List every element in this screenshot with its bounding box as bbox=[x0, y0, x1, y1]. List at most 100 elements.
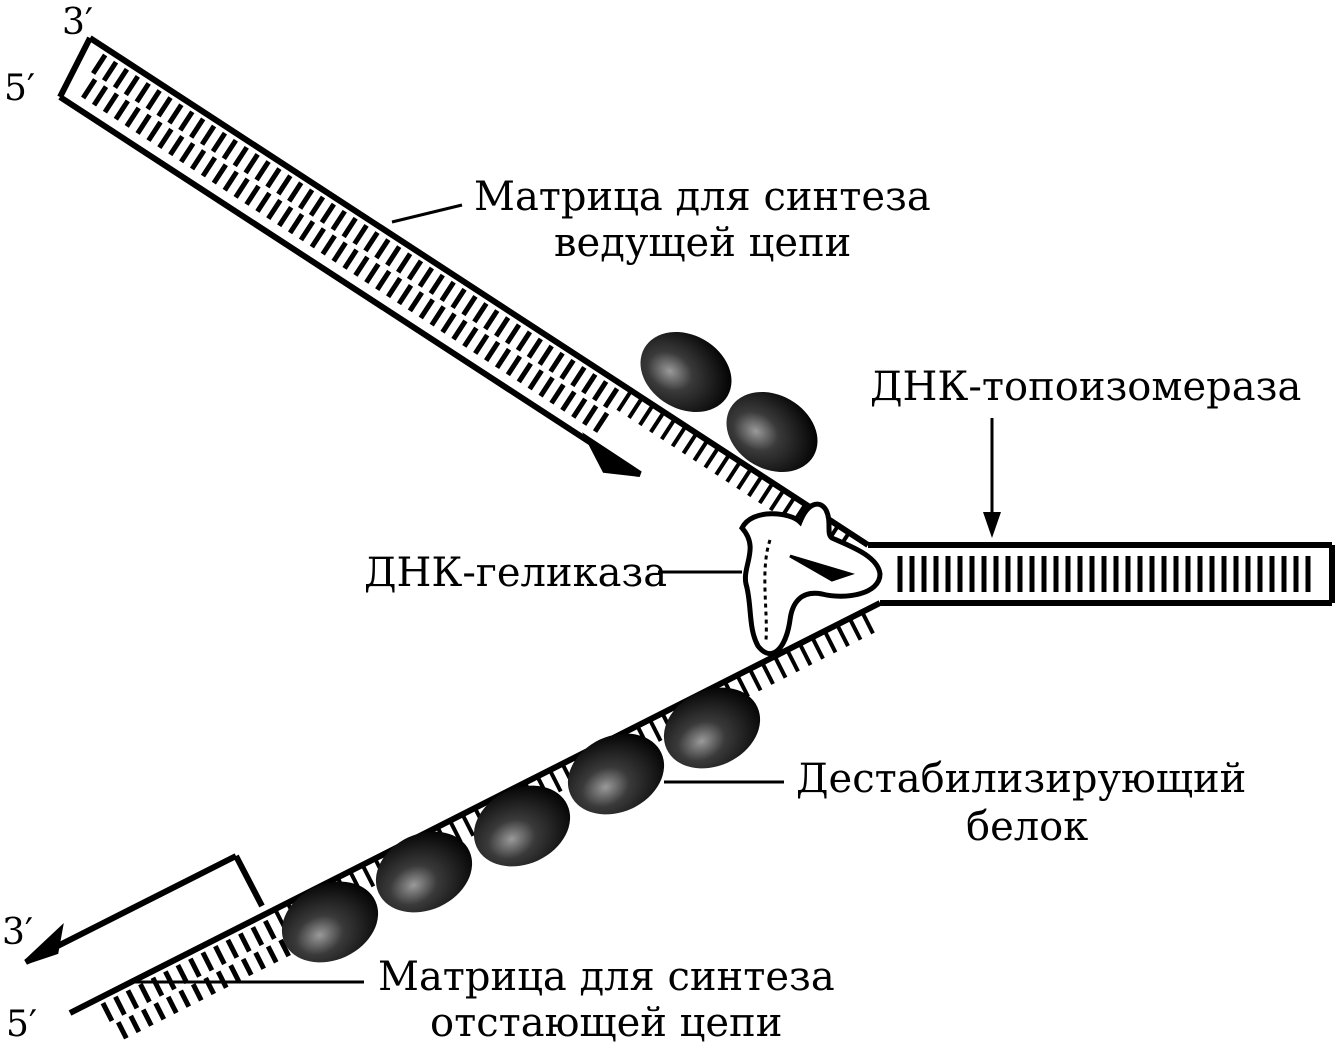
base-pair bbox=[167, 103, 184, 125]
base-pair bbox=[145, 89, 162, 111]
base-pair bbox=[375, 269, 392, 291]
base-pair bbox=[210, 131, 228, 153]
base-pair bbox=[123, 74, 140, 97]
base-pair bbox=[240, 957, 254, 977]
single-strand-base bbox=[627, 396, 644, 419]
base-pair bbox=[179, 142, 196, 164]
base-pair bbox=[462, 326, 479, 348]
base-pair bbox=[582, 404, 599, 426]
single-strand-base bbox=[736, 467, 753, 490]
base-pair bbox=[215, 970, 229, 989]
base-pair bbox=[483, 309, 500, 331]
base-pair bbox=[211, 163, 228, 185]
leading-template-label-line1: Матрица для синтеза bbox=[474, 174, 931, 220]
base-pair bbox=[178, 110, 195, 132]
base-pair bbox=[178, 989, 192, 1008]
single-strand-base bbox=[735, 674, 750, 698]
base-pair bbox=[386, 276, 403, 299]
base-pair bbox=[265, 945, 279, 964]
base-pair bbox=[484, 340, 501, 362]
base-pair bbox=[156, 96, 173, 118]
base-pair bbox=[592, 380, 609, 402]
bottom-5prime-end-label: 5′ bbox=[6, 1004, 37, 1044]
base-pair bbox=[309, 227, 326, 249]
ssb-proteins bbox=[281, 331, 818, 963]
single-strand-base bbox=[714, 453, 731, 476]
base-pair bbox=[504, 323, 522, 345]
base-pair bbox=[331, 241, 348, 263]
base-pair bbox=[374, 238, 391, 260]
leader-lines bbox=[134, 203, 784, 984]
bottom-3prime-end-label: 3′ bbox=[2, 912, 33, 953]
base-pair bbox=[163, 970, 177, 991]
base-pair bbox=[222, 170, 239, 192]
lagging-strand-arrow bbox=[24, 922, 64, 965]
single-strand-base bbox=[860, 611, 875, 635]
base-pair bbox=[538, 376, 555, 398]
single-strand-base bbox=[548, 769, 563, 793]
base-pair bbox=[472, 302, 489, 324]
base-pair bbox=[135, 113, 152, 135]
base-pair bbox=[203, 976, 217, 996]
base-pair bbox=[255, 191, 272, 213]
duplex-base-pairs bbox=[897, 556, 1311, 592]
single-strand-base bbox=[810, 636, 825, 660]
base-pair bbox=[353, 255, 370, 277]
single-strand-base bbox=[670, 425, 688, 448]
leading-strand-arrow bbox=[582, 432, 642, 477]
base-pair bbox=[406, 259, 424, 281]
base-pair bbox=[559, 358, 576, 381]
base-pair bbox=[602, 387, 620, 409]
base-pair bbox=[165, 995, 179, 1015]
base-pair bbox=[100, 1001, 115, 1023]
base-pair bbox=[175, 963, 190, 985]
base-pair bbox=[494, 347, 512, 370]
base-pair bbox=[407, 291, 424, 313]
base-pair bbox=[266, 198, 283, 221]
base-pair bbox=[308, 195, 326, 217]
base-pair bbox=[363, 231, 380, 253]
base-pair bbox=[91, 85, 109, 107]
base-pair bbox=[527, 369, 544, 391]
base-pair bbox=[526, 337, 543, 359]
base-pair bbox=[102, 92, 120, 114]
base-pair bbox=[188, 957, 202, 978]
base-pair bbox=[341, 216, 358, 239]
base-pair bbox=[168, 134, 185, 157]
ssb-protein bbox=[640, 331, 732, 413]
base-pair bbox=[233, 177, 250, 199]
base-pair bbox=[319, 202, 336, 224]
base-pair bbox=[253, 951, 266, 970]
base-pair bbox=[113, 995, 127, 1016]
base-pair bbox=[124, 106, 141, 128]
single-strand-base bbox=[638, 403, 655, 427]
single-strand-base bbox=[772, 655, 788, 679]
single-strand-base bbox=[725, 460, 742, 483]
single-strand-base bbox=[758, 481, 775, 505]
single-strand-base bbox=[822, 630, 838, 654]
base-pair bbox=[571, 397, 588, 419]
base-pair bbox=[276, 174, 293, 196]
base-pair bbox=[243, 153, 260, 175]
ssb-label-line1: Дестабилизирующий bbox=[796, 756, 1246, 802]
helicase-label: ДНК-геликаза bbox=[364, 550, 667, 596]
base-pair bbox=[298, 220, 316, 242]
base-pair bbox=[396, 284, 414, 306]
ssb-protein bbox=[281, 881, 379, 963]
base-pair bbox=[200, 156, 218, 178]
base-pair bbox=[396, 252, 413, 274]
base-pair bbox=[581, 373, 598, 395]
single-strand-base bbox=[649, 410, 666, 434]
single-strand-base bbox=[703, 446, 721, 469]
base-pair bbox=[516, 362, 533, 384]
leading-template-label-line2: ведущей цепи bbox=[554, 220, 851, 266]
base-pair bbox=[320, 234, 337, 256]
base-pair bbox=[189, 117, 206, 139]
single-strand-base bbox=[448, 819, 463, 843]
ssb-label-line2: белок bbox=[966, 804, 1088, 850]
topoisomerase-pointer bbox=[983, 418, 1001, 538]
base-pair bbox=[330, 209, 347, 231]
base-pair bbox=[352, 224, 369, 246]
base-pair bbox=[221, 138, 238, 161]
base-pair bbox=[570, 365, 587, 388]
